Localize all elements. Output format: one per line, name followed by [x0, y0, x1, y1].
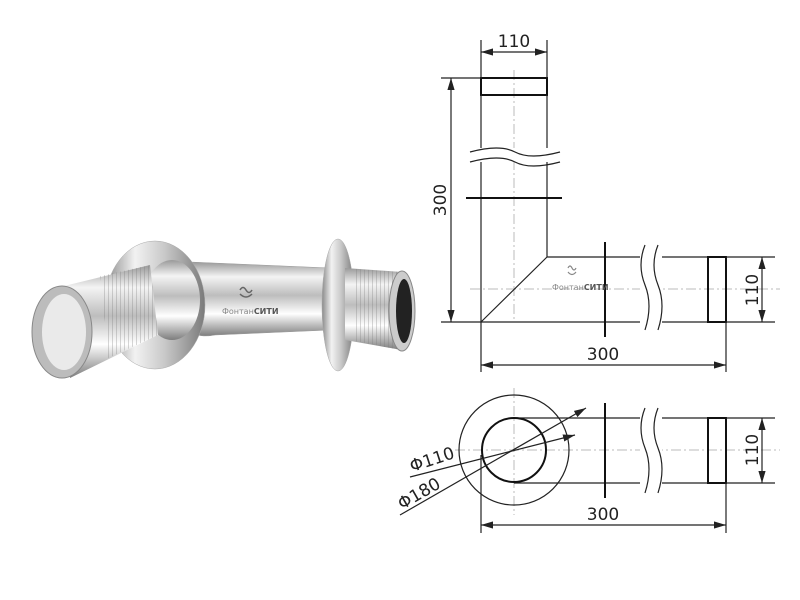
plan-view-drawing: Φ110 Φ180 110 300 [395, 388, 780, 533]
dim-outer-diameter: Φ180 [395, 474, 445, 514]
dim-plan-length: 300 [587, 505, 619, 525]
dim-height: 300 [431, 184, 451, 216]
dim-plan-pipe-diameter: 110 [743, 434, 763, 466]
brand-logo-icon [567, 265, 577, 276]
dim-pipe-diameter: 110 [743, 274, 763, 306]
side-view-drawing: ФонтанСИТИ 110 300 110 300 [431, 32, 780, 372]
dim-top-width: 110 [498, 32, 530, 52]
dim-length: 300 [587, 345, 619, 365]
watermark-text-drawing: ФонтанСИТИ [552, 283, 609, 292]
watermark-text: ФонтанСИТИ [222, 307, 279, 316]
product-render: ФонтанСИТИ [31, 238, 416, 379]
brand-logo-icon [239, 286, 253, 298]
